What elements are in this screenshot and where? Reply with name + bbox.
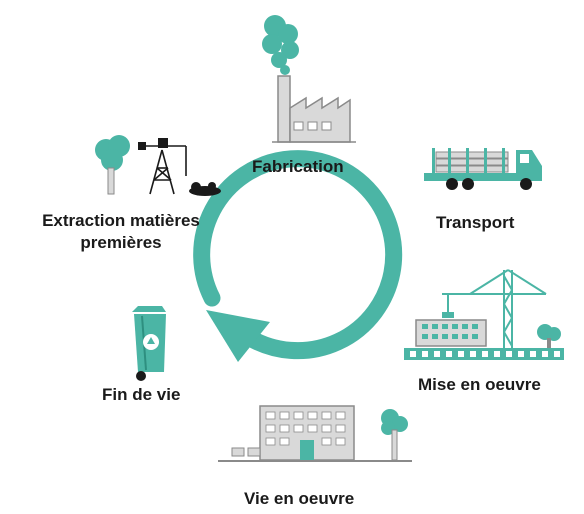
- stage-label-fin-de-vie: Fin de vie: [102, 385, 181, 404]
- cycle-arrow-icon: [193, 150, 403, 362]
- stage-label-transport: Transport: [436, 213, 515, 232]
- factory-icon: [262, 15, 356, 143]
- recycle-bin-icon: [132, 306, 166, 381]
- stage-label-vie-en-oeuvre: Vie en oeuvre: [244, 489, 355, 508]
- truck-icon: [424, 148, 542, 190]
- stage-label-extraction-line1: Extraction matières: [42, 211, 200, 230]
- stage-label-mise-en-oeuvre: Mise en oeuvre: [418, 375, 541, 394]
- oil-pump-icon: [95, 135, 221, 196]
- stage-label-extraction-line2: premières: [80, 233, 162, 252]
- construction-crane-icon: [404, 269, 564, 360]
- office-building-icon: [218, 405, 412, 462]
- stage-label-fabrication: Fabrication: [252, 157, 344, 176]
- stage-label-extraction: Extraction matières premières: [30, 210, 212, 254]
